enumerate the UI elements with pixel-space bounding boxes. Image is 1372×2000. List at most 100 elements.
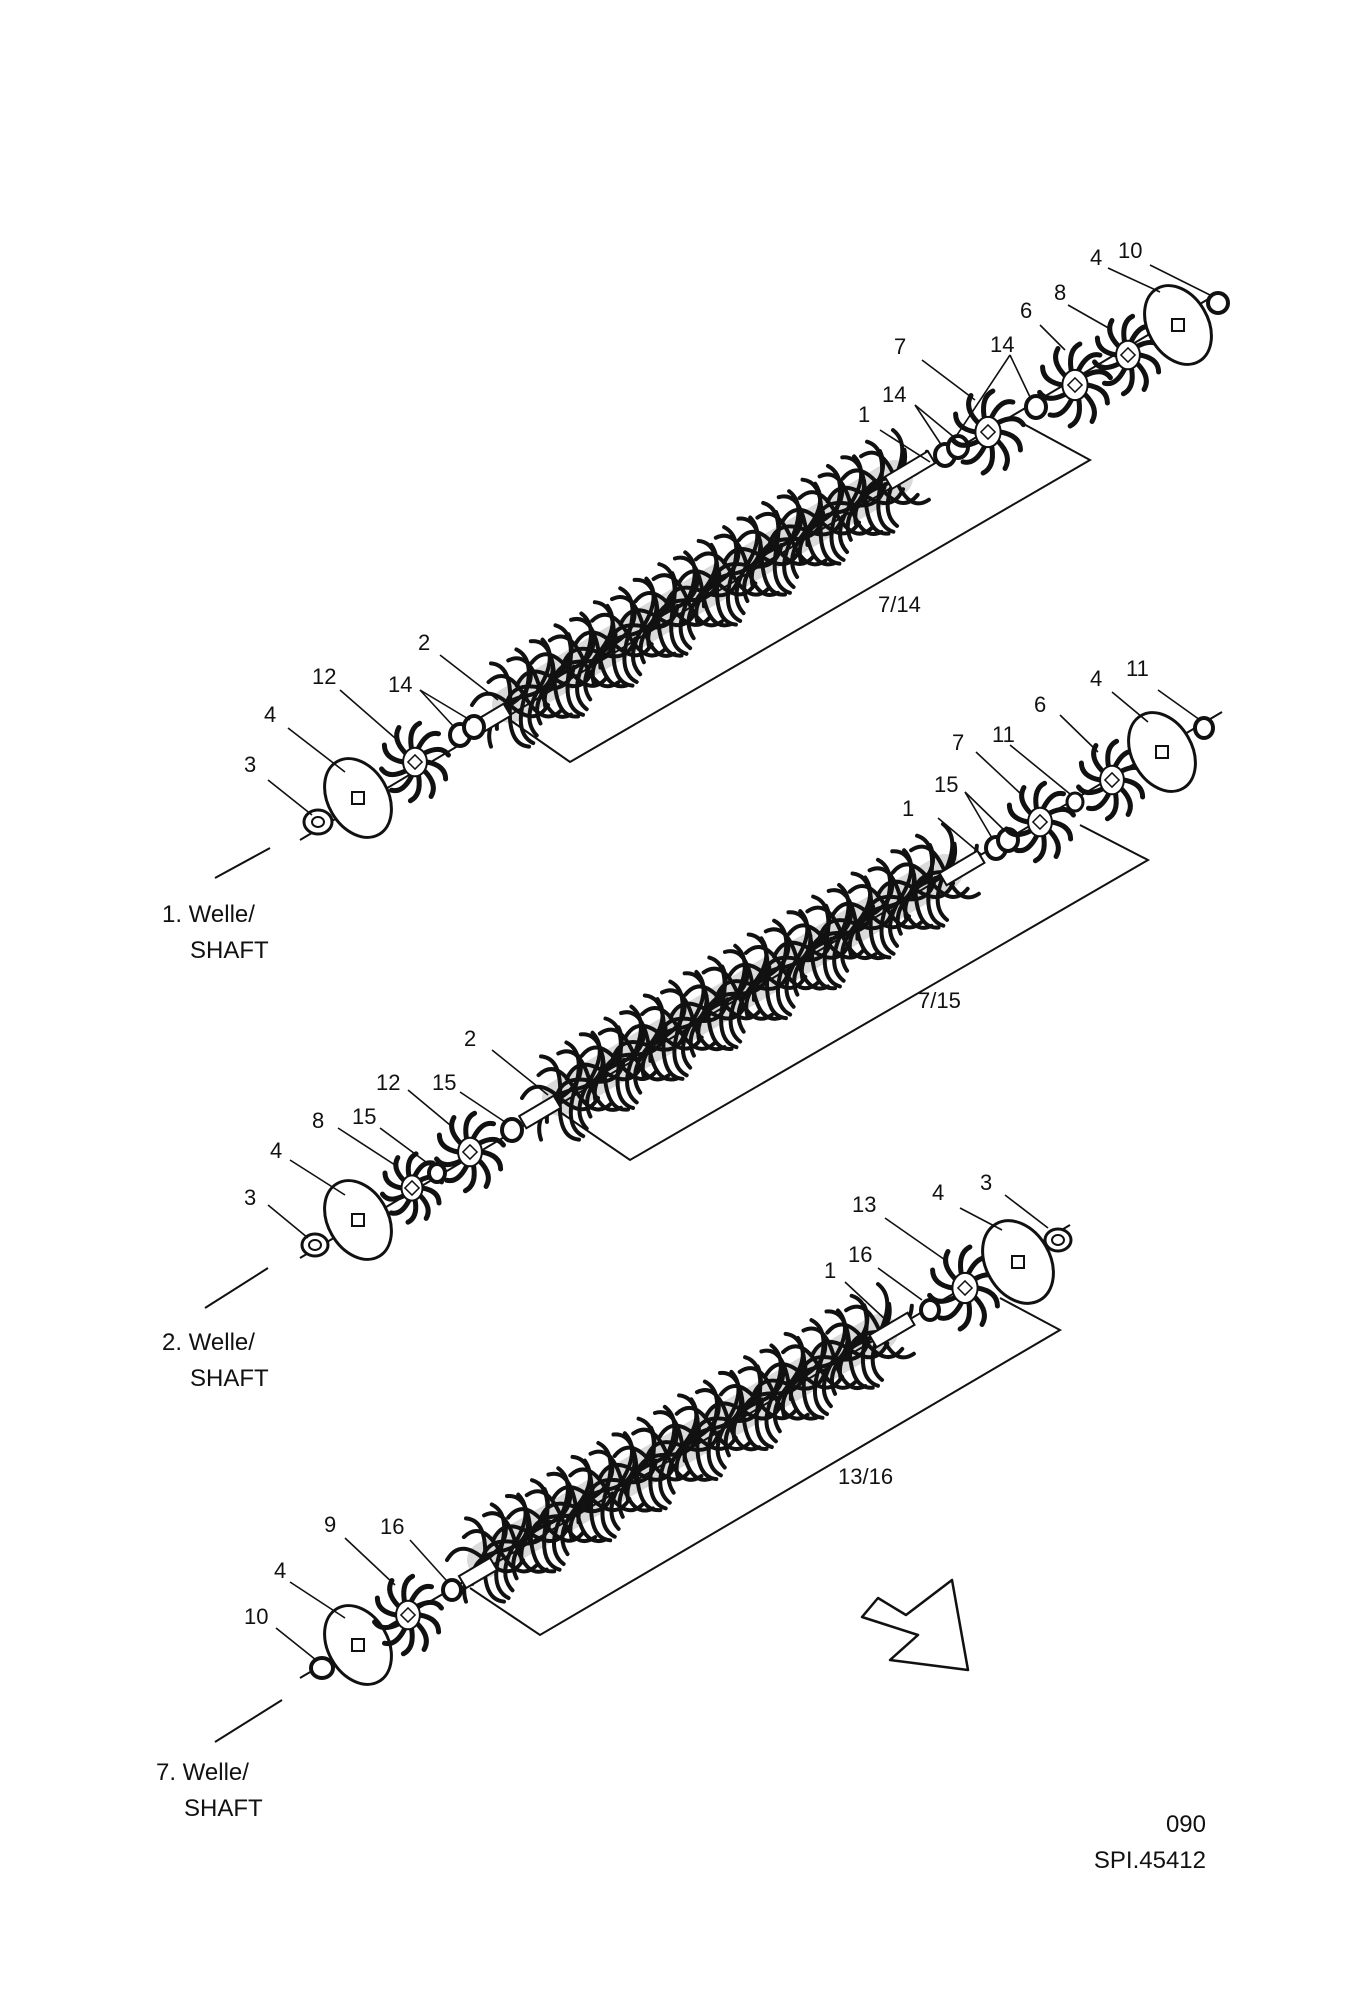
callout: 4 [274,1558,286,1583]
roller-tine [652,1410,685,1448]
roller-tine [527,1514,563,1546]
roller-tine [725,572,743,623]
roller-tine [650,1461,692,1482]
callout: 15 [432,1070,456,1095]
roller-tine [776,494,809,533]
roller-tine [694,1388,731,1422]
roller-tine [890,849,918,892]
tine [1091,743,1105,774]
tine [950,436,981,448]
tine [1067,397,1082,429]
roller-tine [809,1339,852,1358]
tine [405,1151,419,1178]
roller-tine [619,1010,651,1048]
roller-tine [805,905,844,935]
roller-tine [868,913,911,930]
tine [960,444,987,465]
tine [400,1627,415,1657]
roller-tine [672,555,705,594]
shaft-7-washer-left [309,1656,335,1680]
tine [401,1573,416,1603]
roller-tine [722,949,755,987]
callout: 1 [902,796,914,821]
hub [400,1174,424,1202]
roller-tine [809,948,838,991]
shaft-7-washer-right [1043,1227,1073,1253]
roller-tine [490,1524,533,1543]
roller-tine [774,545,817,566]
hub-square [406,753,424,771]
roller-tine [855,904,888,941]
tine [998,429,1023,453]
roller-tine [756,1363,786,1405]
roller-tine [940,822,955,874]
roller-tine [651,573,690,603]
tine [1082,392,1097,424]
roller-tine [812,1365,830,1417]
tine [1104,792,1119,822]
tine [957,1300,972,1332]
roller-tine [772,940,814,959]
roller-tine [844,1304,882,1334]
roller-tine [818,519,861,536]
shaft-7-left-stub [457,1556,499,1590]
callout: 4 [264,702,276,727]
tine [958,1244,973,1276]
roller-tine [734,563,749,616]
roller-tine [713,533,749,568]
roller-tine [619,1431,634,1484]
tine [1033,780,1048,810]
tine [1004,826,1033,838]
tine [1019,785,1033,816]
tine [417,1612,442,1635]
tine [422,746,451,758]
roller-tine [617,1061,659,1081]
roller-tine [693,551,735,577]
roller-tine [609,1479,624,1531]
roller-tine [706,1426,723,1478]
roller-tine [631,624,646,677]
roller-tine [585,1477,624,1504]
shaft-7-caption-line2: SHAFT [184,1795,263,1822]
hub-square [399,1606,417,1624]
roller-tine [838,502,853,554]
shaft-1-star-7 [950,388,1026,476]
callout: 14 [882,382,906,407]
roller-tine [648,1026,681,1063]
roller-tine [600,1487,617,1539]
tine [415,1621,429,1652]
tine [937,1300,964,1321]
roller-tine [543,1522,586,1543]
hub-square [1066,376,1084,394]
callout: 8 [312,1108,324,1133]
shaft-2-ring-11 [1065,791,1085,813]
shaft-7-disc-right [981,1219,1055,1305]
roller-tine [686,589,705,641]
roller-tine [666,1444,685,1495]
tine [1101,367,1127,387]
roller-tine [631,1427,670,1457]
roller-tine [552,676,581,719]
tine [1013,834,1039,854]
callout: 6 [1020,298,1032,323]
roller-tine [720,1000,763,1021]
callout: 12 [312,664,336,689]
roller-tine [715,580,738,627]
hub [395,1599,421,1631]
roller-tine [543,1485,573,1527]
roller-tine [715,1417,731,1470]
hub-square [979,423,997,441]
bracket-label: 13/16 [838,1464,893,1489]
roller-tine [879,904,896,956]
roller-tine [660,988,696,1022]
shaft-2-washer-right [1193,716,1215,740]
roller-tine [682,1426,715,1463]
callout: 16 [380,1514,404,1539]
roller-tine [658,1452,672,1505]
roller-tine [610,1040,651,1062]
tine [953,411,978,435]
roller-tine [672,1026,689,1078]
roller-tine [557,1096,581,1142]
roller-tine [556,1049,592,1083]
callout: 14 [990,332,1014,357]
